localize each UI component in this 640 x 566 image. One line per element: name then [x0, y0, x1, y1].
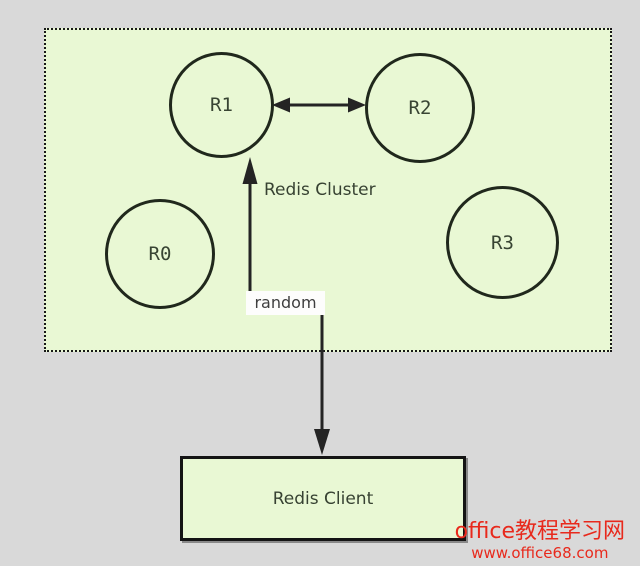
cluster-node-r0: R0: [105, 199, 215, 309]
edge-label-random: random: [246, 291, 325, 315]
watermark: office教程学习网 www.office68.com: [455, 520, 625, 561]
cluster-node-r1: R1: [169, 52, 274, 158]
cluster-title: Redis Cluster: [264, 180, 376, 200]
watermark-site-name: office教程学习网: [454, 519, 625, 545]
watermark-site-url: www.office68.com: [471, 543, 609, 562]
cluster-node-r3: R3: [446, 186, 559, 299]
node-label-r3: R3: [491, 231, 514, 254]
node-label-r0: R0: [148, 243, 172, 265]
redis-client-box: Redis Client: [180, 456, 466, 541]
client-label: Redis Client: [272, 488, 374, 509]
node-label-r1: R1: [210, 94, 233, 116]
cluster-node-r2: R2: [365, 53, 475, 163]
node-label-r2: R2: [408, 97, 432, 119]
